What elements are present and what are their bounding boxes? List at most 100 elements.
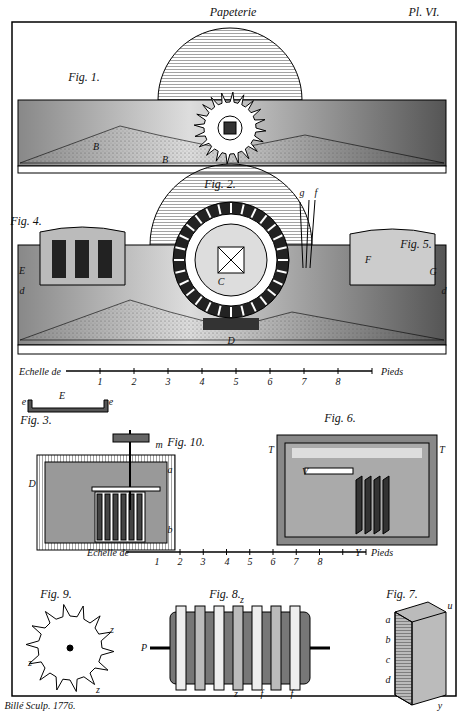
figure-number: Fig. 8. [209,588,241,600]
wheel-drum [195,224,267,296]
figure-number: Fig. 9. [40,588,72,600]
scale-tick [180,549,181,555]
callout-letter: 8 [318,557,323,567]
blade [195,297,201,305]
callout-letter: b [168,525,173,535]
wheel-inner [185,214,277,306]
callout-letter: d [20,286,25,296]
blade [273,235,282,239]
blade [186,289,194,295]
blade [113,494,118,540]
callout-letter: 3 [201,557,206,567]
callout-letter: e [109,397,113,407]
plate-note: Echelle de [87,548,129,558]
blade [230,307,232,317]
figure-number: Fig. 5. [400,238,432,250]
blade [97,494,102,540]
plate-note: Pieds [381,367,403,377]
callout-letter: m [155,440,162,450]
scale-tick [270,368,271,374]
blade [277,247,287,249]
callout-letter: V [302,467,308,477]
callout-letter: f [291,689,294,699]
bar [290,606,300,690]
plate-note: Billé Sculp. 1776. [4,701,75,711]
axle [218,247,244,273]
axle [67,645,73,651]
scale-tick [342,549,343,555]
blade [268,289,276,295]
blade [180,235,189,239]
callout-letter: G [429,267,436,277]
callout-letter: d [442,286,447,296]
hub [218,116,242,140]
blade [365,476,371,534]
blade [121,494,126,540]
callout-letter: d [386,675,391,685]
plate-note: Echelle de [19,367,61,377]
callout-letter: z [234,689,238,699]
figure-number: Fig. 3. [20,414,52,426]
callout-letter: E [59,391,65,401]
scale-tick [273,549,274,555]
scale-tick [366,549,367,555]
bar [176,606,186,690]
callout-letter: 1 [155,557,160,567]
gear-teeth [194,92,266,164]
callout-letter: 5 [248,557,253,567]
callout-letter: z [240,595,244,605]
callout-letter: 7 [302,377,307,387]
callout-letter: F [365,255,371,265]
figure-number: Fig. 4. [10,215,42,227]
blade [206,302,210,311]
callout-letter: D [227,336,234,346]
blade [186,224,194,230]
callout-letter: B [93,142,99,152]
blade [180,280,189,284]
plate-note: Pl. VI. [409,6,440,18]
callout-letter: 6 [271,557,276,567]
callout-letter: 6 [268,377,273,387]
bar [233,606,243,690]
blade [175,270,185,272]
callout-letter: C [218,277,225,287]
callout-letter: 2 [132,377,137,387]
blade [260,215,266,223]
scale-tick [202,368,203,374]
figure-number: Fig. 1. [68,71,100,83]
callout-letter: P [141,643,147,653]
blade [278,259,288,261]
callout-letter: B [162,155,168,165]
scale-tick [100,368,101,374]
bar [252,606,262,690]
blade [206,209,210,218]
callout-letter: f [261,689,264,699]
blade [230,203,232,213]
scale-tick [236,368,237,374]
figure-number: Fig. 2. [204,178,236,190]
callout-letter: y [438,701,442,711]
blade [218,204,220,214]
blade [251,302,255,311]
callout-letter: Y [355,548,361,558]
scale-tick [249,549,250,555]
blade [268,224,276,230]
callout-letter: 2 [178,557,183,567]
blade [137,494,142,540]
callout-letter: 7 [294,557,299,567]
callout-letter: 3 [166,377,171,387]
callout-letter: u [448,601,453,611]
bar [195,606,205,690]
blade [374,476,380,534]
plate-title: Papeterie [210,6,257,18]
gear-teeth [26,605,114,692]
scale-tick [226,549,227,555]
figure-number: Fig. 6. [324,412,356,424]
callout-letter: e [22,397,26,407]
scale-tick [296,549,297,555]
blade [277,270,287,272]
callout-letter: z [28,658,32,668]
blade [383,476,389,534]
blade [175,247,185,249]
